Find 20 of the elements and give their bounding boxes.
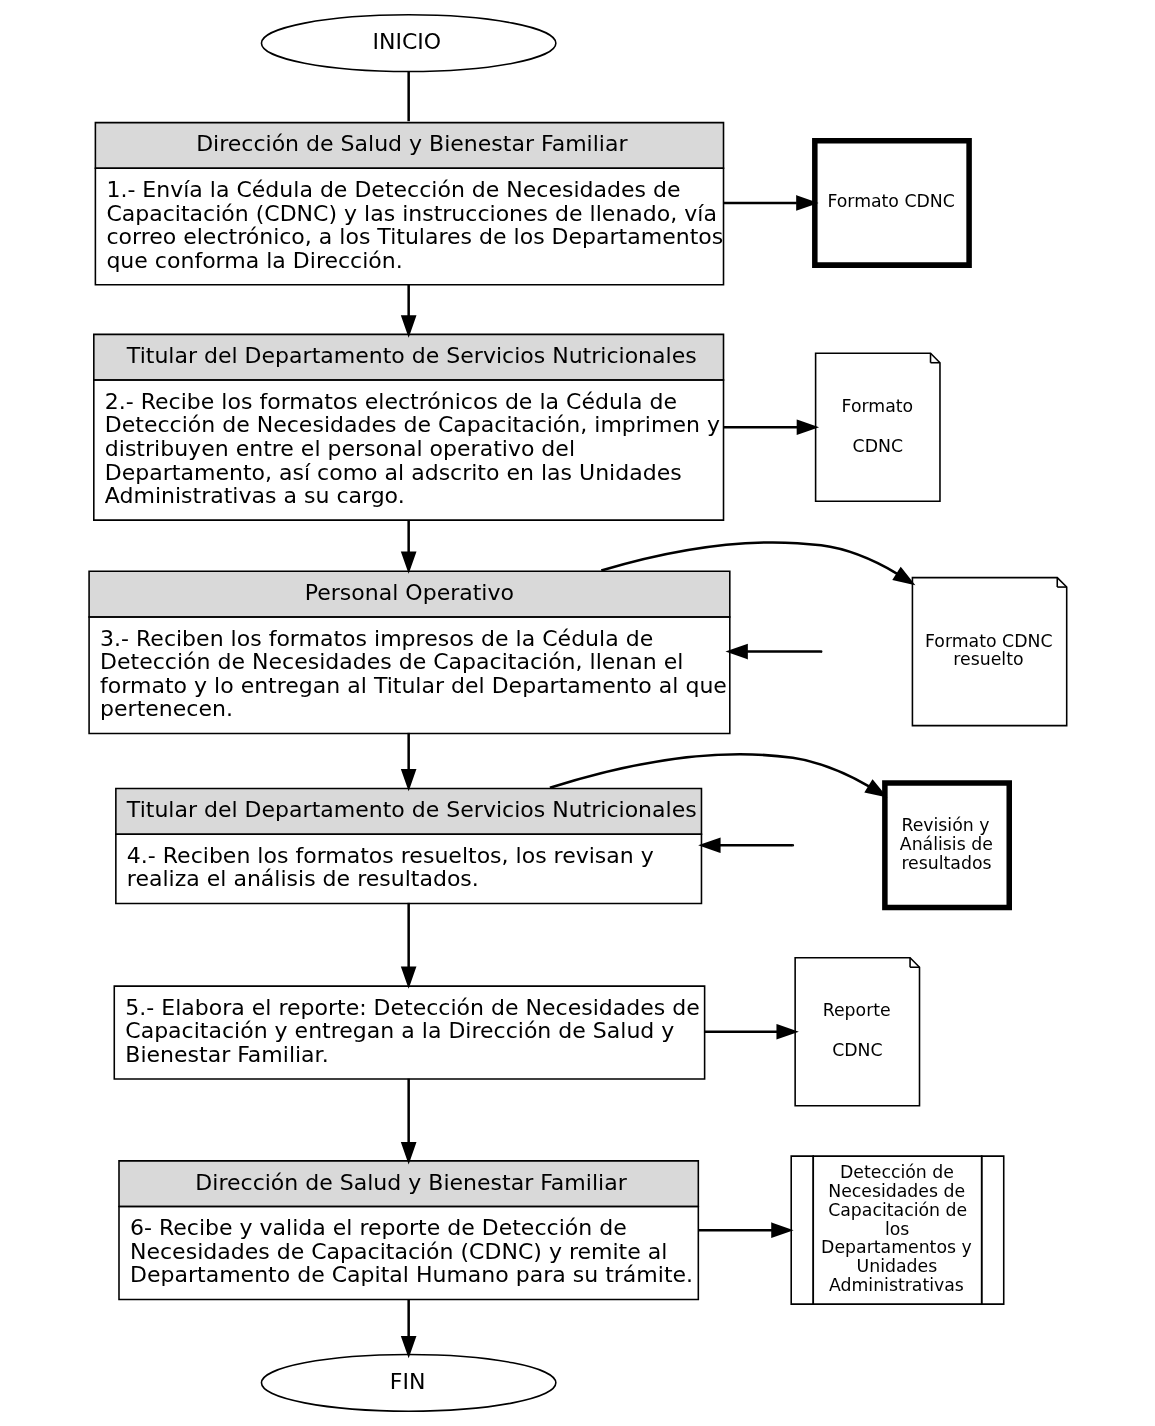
arrow xyxy=(723,419,820,436)
arrow xyxy=(704,1023,799,1040)
arrow xyxy=(400,284,417,338)
arrow xyxy=(549,753,888,798)
arrow xyxy=(400,732,417,792)
node-box: Formato CDNC xyxy=(812,138,972,268)
arrow xyxy=(400,1299,417,1359)
node-box: Revisión y Análisis de resultados xyxy=(882,780,1012,911)
node-ellipse: INICIO xyxy=(260,14,557,73)
arrow xyxy=(400,902,417,989)
arrow xyxy=(400,520,417,574)
arrow xyxy=(600,541,916,586)
arrow xyxy=(723,195,819,211)
arrow xyxy=(698,837,793,854)
connector xyxy=(407,72,410,122)
node-ellipse: FIN xyxy=(260,1353,557,1412)
arrow xyxy=(400,1078,417,1165)
arrow xyxy=(698,1222,794,1238)
node-box: 5.- Elabora el reporte: Detección de Necesidades de Capacitación y entregan a la Dirección de Salud y Bienestar Familiar. xyxy=(113,985,706,1080)
arrow xyxy=(725,643,821,660)
